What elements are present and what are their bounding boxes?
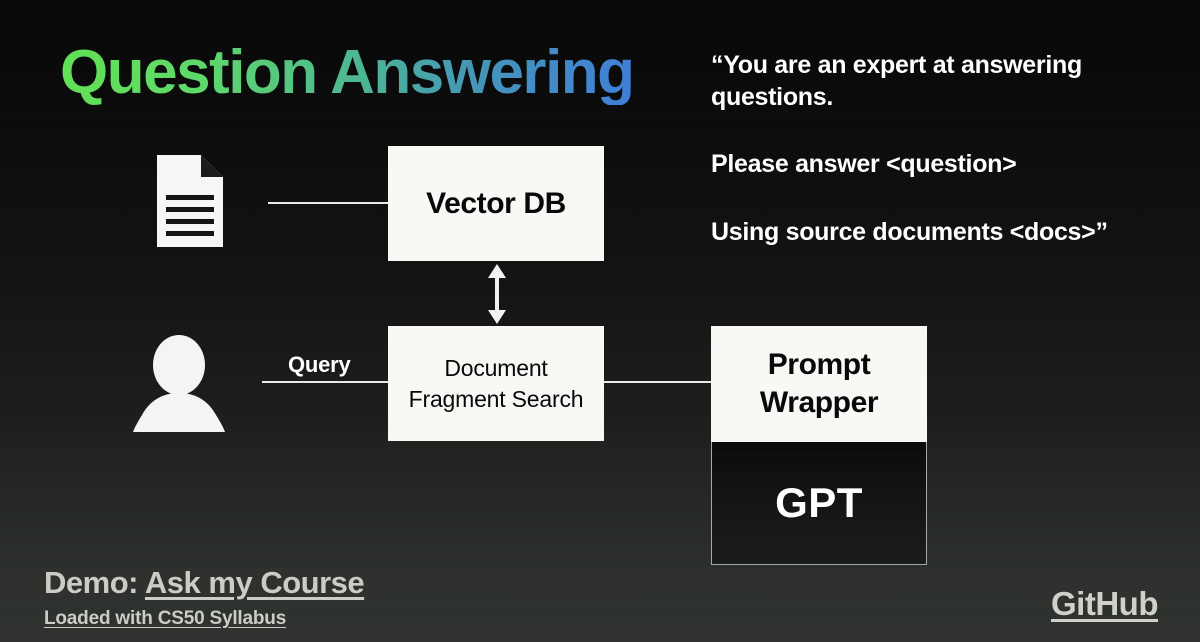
prompt-wrapper-label: Prompt Wrapper bbox=[759, 346, 879, 423]
document-fragment-search-line-1: Document bbox=[444, 355, 548, 382]
gpt-label: GPT bbox=[775, 479, 863, 526]
connector-user-to-document-fragment-search bbox=[262, 381, 388, 383]
demo-line: Demo: Ask my Course bbox=[44, 565, 365, 601]
connector-document-to-vectordb bbox=[268, 202, 388, 204]
prompt-line-3: Please answer <question> bbox=[711, 150, 1017, 178]
demo-prefix: Demo: bbox=[44, 565, 145, 600]
user-silhouette-icon bbox=[128, 335, 230, 432]
page-title: Question Answering bbox=[60, 38, 635, 107]
document-fragment-search-label: Document Fragment Search bbox=[409, 353, 584, 414]
vector-db-box[interactable]: Vector DB bbox=[388, 146, 604, 261]
double-arrow-vertical-icon bbox=[487, 264, 507, 324]
vector-db-label: Vector DB bbox=[426, 186, 566, 220]
demo-subtitle[interactable]: Loaded with CS50 Syllabus bbox=[44, 608, 287, 629]
prompt-spacer-1 bbox=[711, 113, 1171, 149]
query-label: Query bbox=[288, 352, 351, 377]
demo-link-ask-my-course[interactable]: Ask my Course bbox=[144, 565, 365, 600]
document-fragment-search-box[interactable]: Document Fragment Search bbox=[388, 326, 604, 441]
prompt-text-block: “You are an expert at answering question… bbox=[711, 50, 1171, 248]
gpt-box[interactable]: GPT bbox=[711, 442, 927, 565]
prompt-line-1: “You are an expert at answering bbox=[711, 51, 1082, 79]
prompt-line-4: Using source documents <docs>” bbox=[711, 217, 1108, 246]
prompt-spacer-2 bbox=[711, 181, 1171, 217]
prompt-wrapper-box[interactable]: Prompt Wrapper bbox=[711, 326, 927, 442]
prompt-wrapper-line-1: Prompt bbox=[767, 347, 871, 381]
document-icon bbox=[157, 155, 223, 247]
connector-document-fragment-search-to-prompt-wrapper bbox=[604, 381, 711, 383]
prompt-line-2: questions. bbox=[711, 82, 834, 111]
prompt-wrapper-line-2: Wrapper bbox=[759, 386, 879, 419]
document-fragment-search-line-2: Fragment Search bbox=[408, 385, 584, 412]
github-link[interactable]: GitHub bbox=[1051, 585, 1158, 622]
